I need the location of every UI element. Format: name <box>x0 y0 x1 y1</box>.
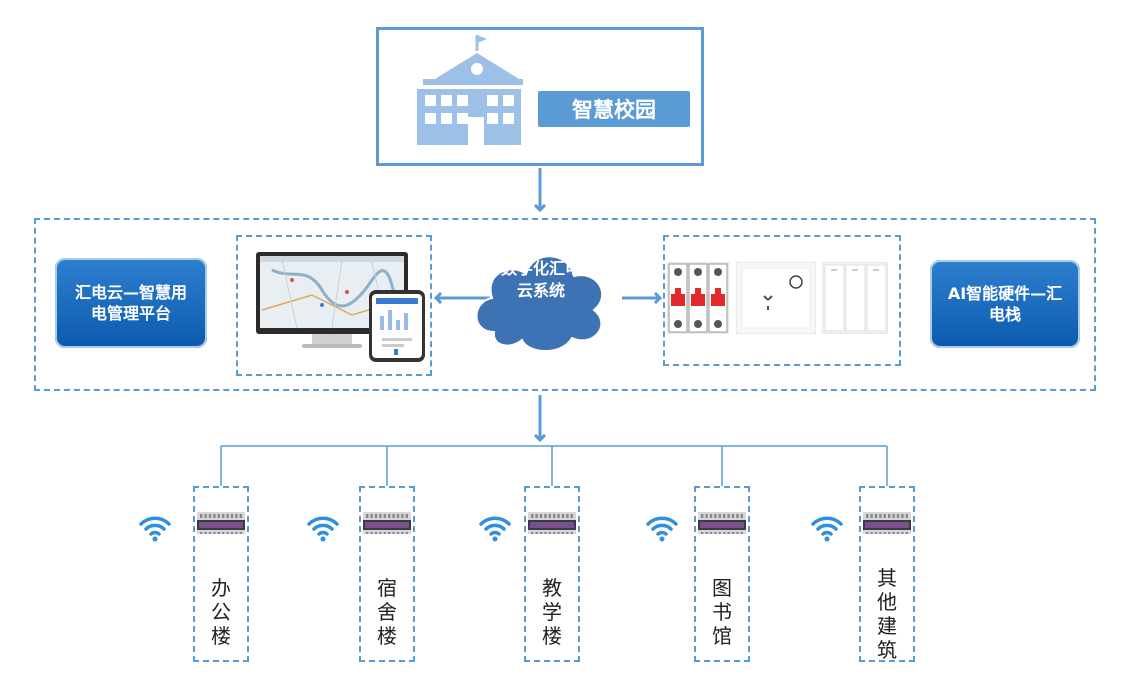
wifi-icon <box>479 516 511 542</box>
cloud-label: 数字化汇电云系统 <box>500 259 581 300</box>
building-name: 教学楼 <box>542 576 562 648</box>
school-building-icon <box>417 35 523 145</box>
energy-meter-icon <box>698 512 746 534</box>
wifi-icon <box>811 516 843 542</box>
switch-panel-icon <box>822 262 888 334</box>
hardware-label: AI智能硬件—汇电栈 <box>930 260 1080 348</box>
energy-meter-icon <box>197 512 245 534</box>
building-box: 教学楼 <box>524 486 580 662</box>
wifi-icon <box>307 516 339 542</box>
monitor-map-icon <box>256 252 425 362</box>
socket-icon <box>736 262 816 334</box>
breaker-icon <box>667 262 729 334</box>
campus-label: 智慧校园 <box>538 91 690 127</box>
system-frame <box>34 218 1096 391</box>
building-name: 宿舍楼 <box>377 576 397 648</box>
building-box: 宿舍楼 <box>359 486 415 662</box>
building-box: 办公楼 <box>193 486 249 662</box>
building-name: 其他建筑 <box>877 566 897 662</box>
building-box: 其他建筑 <box>859 486 915 662</box>
energy-meter-icon <box>528 512 576 534</box>
energy-meter-icon <box>863 512 911 534</box>
building-box: 图书馆 <box>694 486 750 662</box>
platform-label: 汇电云—智慧用电管理平台 <box>55 258 207 348</box>
wifi-icon <box>139 516 171 542</box>
building-name: 办公楼 <box>211 576 231 648</box>
distribution-bus <box>220 445 888 486</box>
building-name: 图书馆 <box>712 576 732 648</box>
cloud-icon <box>475 255 604 352</box>
wifi-icon <box>646 516 678 542</box>
energy-meter-icon <box>363 512 411 534</box>
